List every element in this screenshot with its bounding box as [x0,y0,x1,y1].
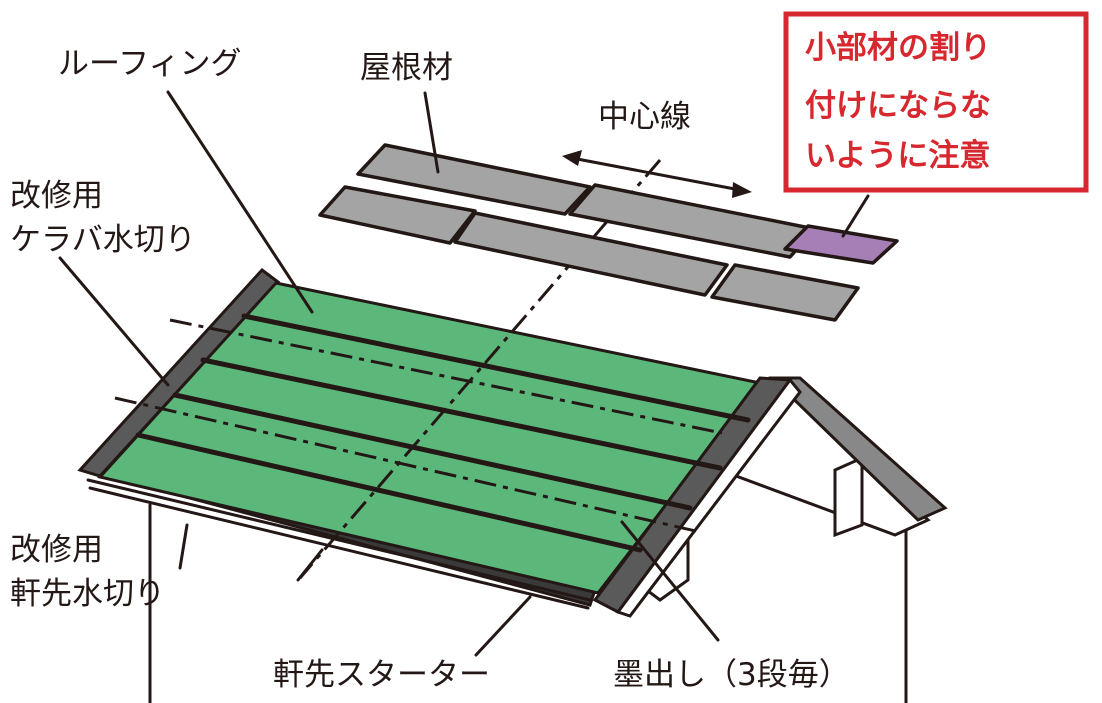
bracket [833,455,864,538]
shingle [453,211,729,297]
roofing-surface [97,281,763,595]
label-eave-flashing-line1: 改修用 [10,532,103,568]
label-eave-flashing-line2: 軒先水切り [10,576,165,612]
label-center-line: 中心線 [598,99,691,135]
warning-note-line: いように注意 [805,138,990,174]
leader-lines [58,90,870,657]
warning-note-box [783,11,1089,193]
center-line-arrow [562,150,752,198]
label-eave-starter: 軒先スターター [273,657,490,693]
shingles [318,143,899,322]
label-roof-material: 屋根材 [360,50,453,86]
label-verge-flashing-line2: ケラバ水切り [10,222,196,258]
chalk-lines [114,318,723,534]
roofing-lap-lines [135,313,751,553]
center-line [298,159,662,579]
label-chalk-line: 墨出し（3段毎） [613,657,850,693]
verge-flashing-right-face [615,377,802,618]
right-roof-slope [768,376,948,522]
warning-note-line: 付けにならな [805,88,991,124]
shingle [568,183,817,259]
shingle [710,263,860,322]
warning-note-line: 小部材の割り [805,30,991,66]
shingle [318,185,477,245]
small-piece-shingle [783,224,899,265]
label-roofing: ルーフィング [58,46,242,82]
warning-note: 小部材の割り 付けにならな いように注意 [783,11,1089,193]
shingle [356,143,592,216]
label-verge-flashing-line1: 改修用 [10,178,103,214]
